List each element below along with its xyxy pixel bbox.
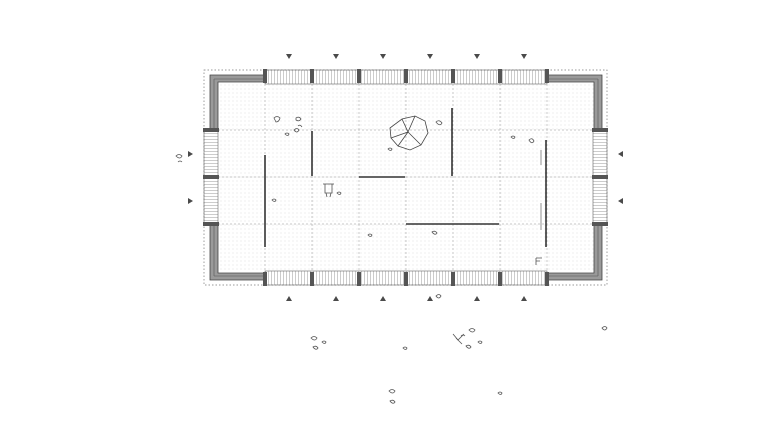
section-markers-right: [618, 151, 623, 204]
furniture-icons: [175, 116, 608, 404]
marker-top-4: [427, 54, 433, 59]
partitions: [264, 108, 547, 247]
marker-top-2: [333, 54, 339, 59]
marker-right-1: [618, 151, 623, 157]
exterior-figures: [310, 326, 608, 404]
marker-bottom-6: [521, 296, 527, 301]
marker-top-5: [474, 54, 480, 59]
marker-bottom-1: [286, 296, 292, 301]
marker-left-2: [188, 198, 193, 204]
person-figure: [175, 116, 542, 299]
wall-inner-lines: [213, 78, 599, 277]
posts: [203, 69, 608, 286]
section-markers-left: [188, 151, 193, 204]
marker-bottom-4: [427, 296, 433, 301]
section-markers-top: [286, 54, 527, 59]
marker-top-6: [521, 54, 527, 59]
marker-left-1: [188, 151, 193, 157]
marker-top-1: [286, 54, 292, 59]
marker-bottom-2: [333, 296, 339, 301]
marker-right-2: [618, 198, 623, 204]
chair-icon: [323, 183, 334, 198]
marker-bottom-5: [474, 296, 480, 301]
rock-sculpture: [389, 115, 429, 151]
section-markers-bottom: [286, 296, 527, 301]
marker-top-3: [380, 54, 386, 59]
marker-bottom-3: [380, 296, 386, 301]
